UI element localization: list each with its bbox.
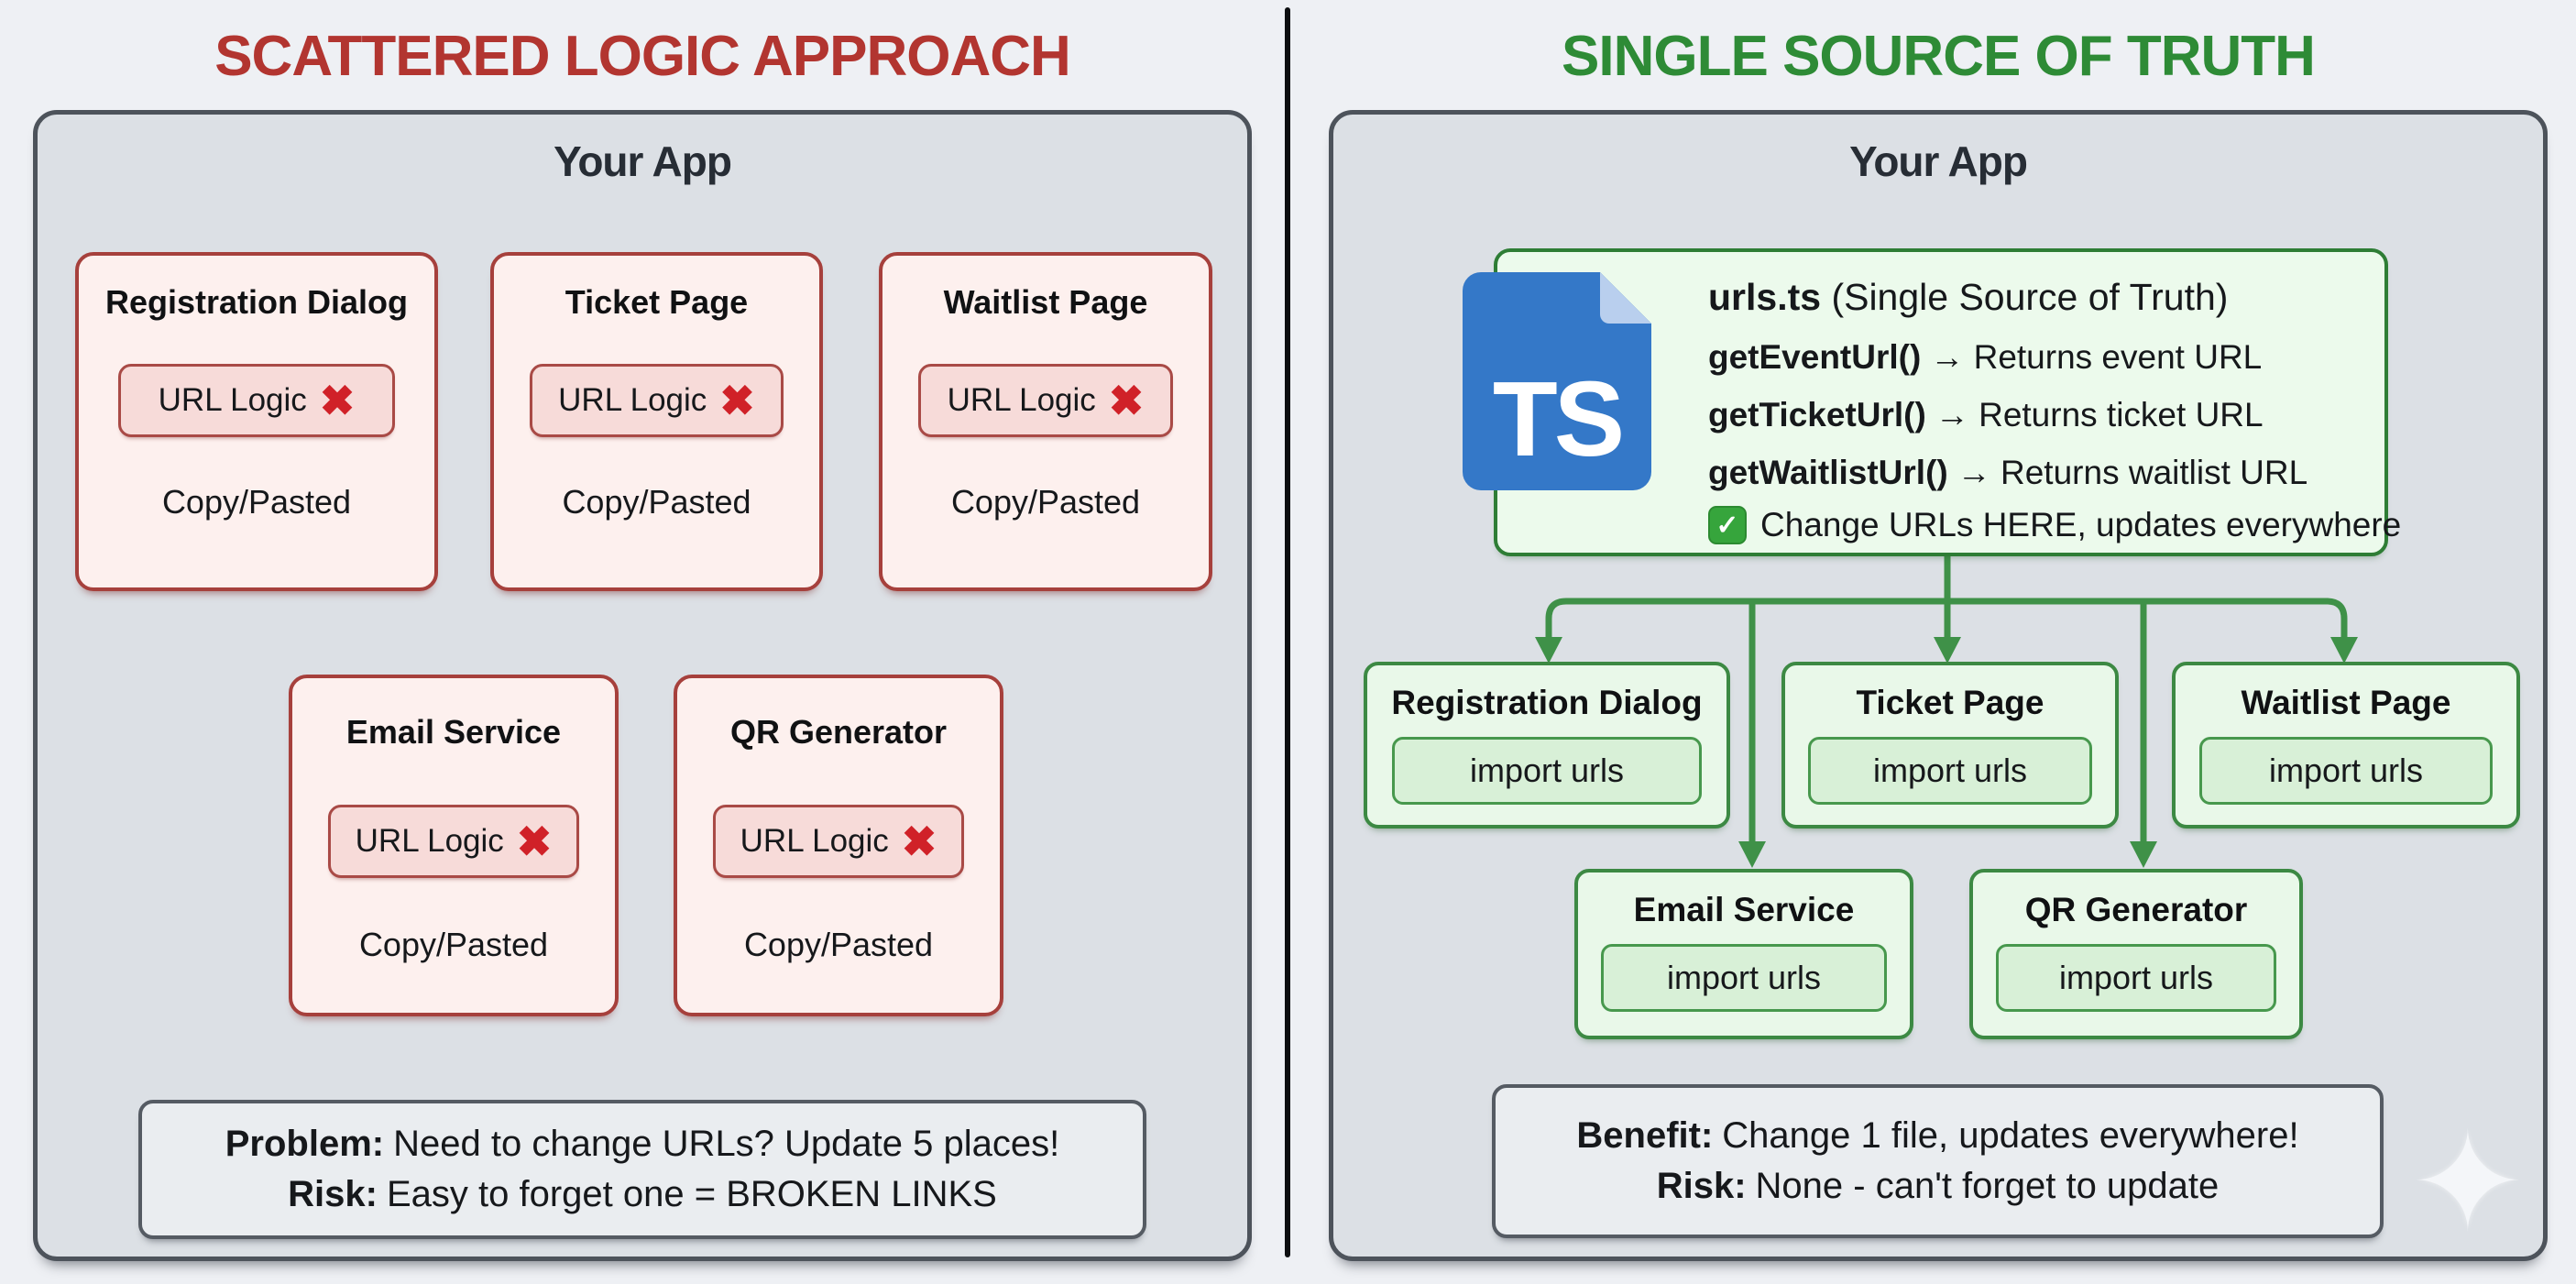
- import-urls-pill: import urls: [1392, 737, 1702, 805]
- consumer-title: Registration Dialog: [1391, 684, 1703, 721]
- url-logic-pill: URL Logic ✖: [117, 364, 396, 437]
- module-title: Ticket Page: [565, 283, 749, 321]
- consumer-title: QR Generator: [2024, 891, 2248, 928]
- copy-pasted-note: Copy/Pasted: [562, 483, 751, 521]
- benefit-label: Benefit:: [1576, 1114, 1714, 1156]
- url-logic-pill: URL Logic ✖: [327, 805, 580, 878]
- check-icon: ✓: [1708, 506, 1747, 544]
- source-file-subtitle: (Single Source of Truth): [1821, 276, 2229, 318]
- url-logic-label: URL Logic: [355, 823, 504, 859]
- module-registration-dialog: Registration Dialog URL Logic ✖ Copy/Pas…: [75, 252, 438, 591]
- url-logic-label: URL Logic: [558, 382, 707, 418]
- benefit-line: Benefit:Change 1 file, updates everywher…: [1496, 1111, 2380, 1161]
- ts-logo-text: TS: [1492, 359, 1622, 478]
- error-x-icon: ✖: [319, 377, 356, 424]
- function-name: getEventUrl(): [1708, 338, 1922, 376]
- function-name: getWaitlistUrl(): [1708, 454, 1948, 491]
- scattered-app-container: Your App Registration Dialog URL Logic ✖…: [33, 110, 1252, 1261]
- module-title: Email Service: [345, 713, 562, 751]
- consumer-title: Waitlist Page: [2241, 684, 2451, 721]
- module-title: Registration Dialog: [104, 283, 409, 321]
- urls-ts-source-box: TS urls.ts (Single Source of Truth) getE…: [1494, 248, 2401, 556]
- left-app-heading: Your App: [554, 137, 732, 185]
- url-logic-label: URL Logic: [947, 382, 1096, 418]
- right-title: SINGLE SOURCE OF TRUTH: [1562, 25, 2316, 88]
- problem-summary-box: Problem:Need to change URLs? Update 5 pl…: [138, 1100, 1146, 1239]
- module-email-service: Email Service URL Logic ✖ Copy/Pasted: [289, 675, 619, 1016]
- center-divider: [1285, 7, 1290, 1257]
- problem-text: Need to change URLs? Update 5 places!: [393, 1123, 1060, 1164]
- error-x-icon: ✖: [1108, 377, 1145, 424]
- function-name: getTicketUrl(): [1708, 396, 1926, 433]
- url-logic-label: URL Logic: [158, 382, 307, 418]
- source-file-name: urls.ts: [1708, 276, 1822, 318]
- right-app-heading: Your App: [1849, 137, 2028, 185]
- risk-text: Easy to forget one = BROKEN LINKS: [386, 1174, 997, 1214]
- error-x-icon: ✖: [719, 377, 755, 424]
- copy-pasted-note: Copy/Pasted: [950, 483, 1141, 521]
- copy-pasted-note: Copy/Pasted: [161, 483, 352, 521]
- error-x-icon: ✖: [516, 818, 553, 865]
- problem-line: Problem:Need to change URLs? Update 5 pl…: [142, 1119, 1143, 1169]
- function-desc: → Returns event URL: [1930, 338, 2263, 376]
- consumer-email-service: Email Service import urls: [1574, 869, 1913, 1039]
- import-urls-pill: import urls: [1995, 944, 2277, 1012]
- risk-line: Risk:None - can't forget to update: [1496, 1161, 2380, 1212]
- left-title: SCATTERED LOGIC APPROACH: [214, 25, 1071, 88]
- risk-line: Risk:Easy to forget one = BROKEN LINKS: [142, 1169, 1143, 1220]
- check-glyph: ✓: [1716, 510, 1739, 541]
- url-logic-pill: URL Logic ✖: [918, 364, 1173, 437]
- copy-pasted-note: Copy/Pasted: [743, 926, 934, 963]
- source-file-name-line: urls.ts (Single Source of Truth): [1708, 276, 2375, 319]
- function-line: getWaitlistUrl()→ Returns waitlist URL: [1708, 454, 2375, 492]
- import-urls-pill: import urls: [1808, 737, 2092, 805]
- problem-label: Problem:: [225, 1123, 385, 1164]
- function-desc: → Returns ticket URL: [1935, 396, 2264, 433]
- risk-label: Risk:: [288, 1174, 378, 1214]
- consumer-qr-generator: QR Generator import urls: [1969, 869, 2303, 1039]
- url-logic-pill: URL Logic ✖: [712, 805, 965, 878]
- single-source-app-container: Your App TS urls.ts (Single Source of Tr…: [1329, 110, 2548, 1261]
- consumer-ticket-page: Ticket Page import urls: [1781, 662, 2119, 829]
- consumer-waitlist-page: Waitlist Page import urls: [2172, 662, 2520, 829]
- copy-pasted-note: Copy/Pasted: [358, 926, 549, 963]
- consumer-registration-dialog: Registration Dialog import urls: [1364, 662, 1730, 829]
- import-urls-pill: import urls: [1601, 944, 1887, 1012]
- risk-label: Risk:: [1656, 1166, 1747, 1206]
- url-logic-pill: URL Logic ✖: [530, 364, 784, 437]
- function-desc: → Returns waitlist URL: [1957, 454, 2308, 491]
- typescript-file-icon: TS: [1463, 272, 1651, 490]
- module-waitlist-page: Waitlist Page URL Logic ✖ Copy/Pasted: [879, 252, 1212, 591]
- module-ticket-page: Ticket Page URL Logic ✖ Copy/Pasted: [490, 252, 823, 591]
- error-x-icon: ✖: [901, 818, 937, 865]
- function-line: getEventUrl()→ Returns event URL: [1708, 338, 2375, 377]
- consumer-title: Ticket Page: [1856, 684, 2044, 721]
- highlight-text: Change URLs HERE, updates everywhere: [1760, 506, 2402, 543]
- risk-text: None - can't forget to update: [1755, 1166, 2220, 1206]
- url-logic-label: URL Logic: [740, 823, 889, 859]
- source-file-details: urls.ts (Single Source of Truth) getEven…: [1708, 252, 2401, 544]
- module-qr-generator: QR Generator URL Logic ✖ Copy/Pasted: [674, 675, 1003, 1016]
- import-urls-pill: import urls: [2199, 737, 2493, 805]
- benefit-text: Change 1 file, updates everywhere!: [1722, 1114, 2299, 1156]
- function-line: getTicketUrl()→ Returns ticket URL: [1708, 396, 2375, 434]
- module-title: Waitlist Page: [943, 283, 1148, 321]
- module-title: QR Generator: [729, 713, 948, 751]
- highlight-line: ✓ Change URLs HERE, updates everywhere: [1708, 506, 2401, 544]
- page-fold: [1600, 272, 1651, 324]
- sparkle-icon: ✦: [2410, 1105, 2526, 1259]
- benefit-summary-box: Benefit:Change 1 file, updates everywher…: [1492, 1084, 2384, 1238]
- consumer-title: Email Service: [1633, 891, 1855, 928]
